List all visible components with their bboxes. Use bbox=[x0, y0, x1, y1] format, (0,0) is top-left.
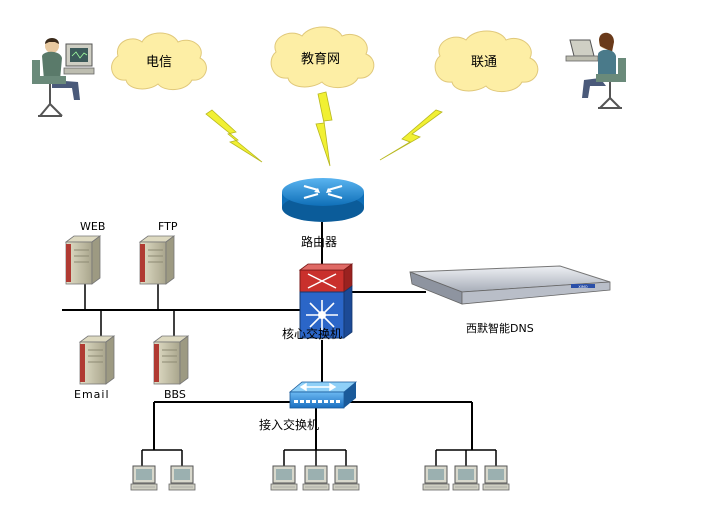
server-email-label: Email bbox=[74, 388, 110, 401]
pc-icon bbox=[422, 465, 450, 491]
router-icon bbox=[282, 178, 364, 222]
user-right-icon bbox=[565, 32, 626, 109]
cloud-telecom bbox=[111, 32, 207, 90]
server-bus-drops bbox=[84, 282, 175, 336]
server-email-icon bbox=[79, 335, 115, 385]
pc-icon bbox=[302, 465, 330, 491]
server-bbs-label: BBS bbox=[164, 388, 186, 401]
dns-label: 西默智能DNS bbox=[466, 322, 534, 335]
user-left-icon bbox=[32, 38, 95, 117]
lightning-right-icon bbox=[379, 109, 443, 161]
pc-icon bbox=[452, 465, 480, 491]
pc-bus-lines bbox=[141, 449, 497, 466]
cloud-unicom bbox=[434, 30, 539, 92]
lightning-left-icon bbox=[205, 109, 263, 163]
pc-icon bbox=[332, 465, 360, 491]
server-ftp-label: FTP bbox=[158, 220, 178, 233]
pc-icon bbox=[270, 465, 298, 491]
core-switch-icon bbox=[298, 263, 354, 339]
router-label: 路由器 bbox=[301, 235, 338, 249]
isp-label-unicom: 联通 bbox=[471, 55, 498, 70]
server-ftp-icon bbox=[139, 235, 175, 285]
connection-lines bbox=[62, 222, 473, 450]
server-bbs-icon bbox=[153, 335, 189, 385]
server-web-icon bbox=[65, 235, 101, 285]
isp-label-edu: 教育网 bbox=[301, 52, 341, 67]
dns-badge: XIMO bbox=[578, 285, 587, 289]
server-web-label: WEB bbox=[80, 220, 106, 233]
dns-appliance-icon bbox=[409, 265, 611, 305]
isp-label-telecom: 电信 bbox=[146, 55, 173, 70]
access-switch-label: 接入交换机 bbox=[259, 418, 320, 432]
lightning-mid-icon bbox=[315, 91, 333, 167]
pc-icon bbox=[482, 465, 510, 491]
core-switch-label: 核心交换机 bbox=[282, 327, 343, 341]
pc-icon bbox=[168, 465, 196, 491]
access-switch-icon bbox=[288, 381, 358, 409]
cloud-edu bbox=[270, 26, 375, 88]
pc-icon bbox=[130, 465, 158, 491]
